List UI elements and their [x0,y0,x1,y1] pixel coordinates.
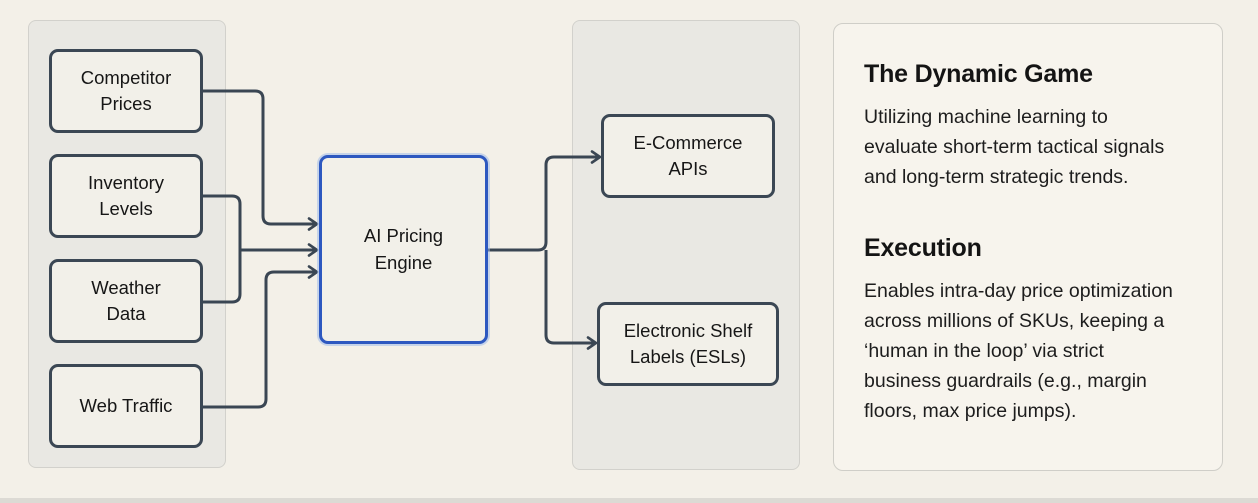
node-web-traffic-label: Web Traffic [79,394,173,416]
node-ai-pricing-engine: AI Pricing Engine [319,155,488,344]
node-inventory-levels-label: Inventory Levels [87,171,165,219]
bottom-edge-strip [0,498,1258,503]
info-section-dynamic-game: The Dynamic Game Utilizing machine learn… [864,60,1192,192]
node-ecommerce-apis-label: E-Commerce APIs [633,131,743,179]
node-electronic-shelf-labels: Electronic Shelf Labels (ESLs) [597,302,779,386]
node-weather-data: Weather Data [49,259,203,343]
info-body-execution: Enables intra-day price optimization acr… [864,280,1173,423]
node-competitor-prices-label: Competitor Prices [80,66,172,114]
info-panel: The Dynamic Game Utilizing machine learn… [833,23,1223,471]
outputs-group-panel [572,20,800,470]
node-electronic-shelf-labels-label: Electronic Shelf Labels (ESLs) [623,319,753,367]
info-section-execution: Execution Enables intra-day price optimi… [864,234,1192,426]
info-heading-execution: Execution [864,234,982,263]
node-weather-data-label: Weather Data [91,276,161,324]
info-heading-dynamic-game: The Dynamic Game [864,60,1093,88]
node-web-traffic: Web Traffic [49,364,203,448]
node-ai-pricing-engine-label: AI Pricing Engine [363,225,444,273]
node-inventory-levels: Inventory Levels [49,154,203,238]
node-ecommerce-apis: E-Commerce APIs [601,114,775,198]
node-competitor-prices: Competitor Prices [49,49,203,133]
info-body-dynamic-game: Utilizing machine learning to evaluate s… [864,106,1165,189]
